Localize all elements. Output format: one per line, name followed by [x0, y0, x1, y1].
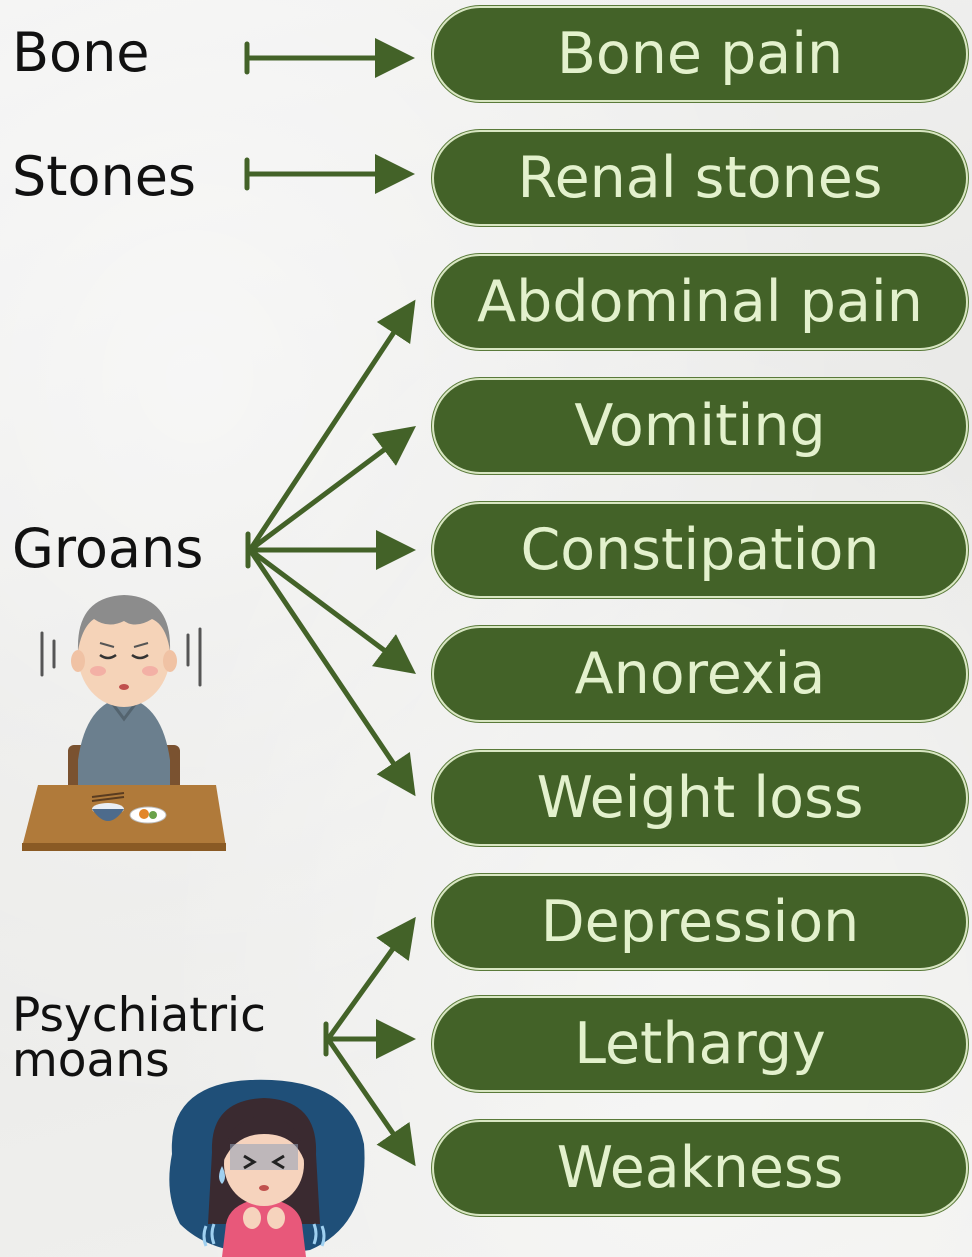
symptom-renal-stones: Renal stones: [432, 130, 968, 226]
symptom-weight-loss: Weight loss: [432, 750, 968, 846]
symptom-depression: Depression: [432, 874, 968, 970]
distressed-woman-illustration: [160, 1074, 370, 1257]
symptom-weakness: Weakness: [432, 1120, 968, 1216]
symptom-bone-pain: Bone pain: [432, 6, 968, 102]
arrow-weight-loss: [250, 550, 410, 788]
arrow-vomiting: [250, 432, 408, 550]
symptom-anorexia: Anorexia: [432, 626, 968, 722]
symptom-lethargy: Lethargy: [432, 996, 968, 1092]
symptom-constipation: Constipation: [432, 502, 968, 598]
symptom-vomiting: Vomiting: [432, 378, 968, 474]
symptom-abdominal-pain: Abdominal pain: [432, 254, 968, 350]
arrow-anorexia: [250, 550, 408, 668]
elderly-man-at-table-illustration: [16, 585, 232, 855]
arrow-depression: [328, 925, 410, 1039]
arrow-abdominal-pain: [250, 308, 410, 550]
